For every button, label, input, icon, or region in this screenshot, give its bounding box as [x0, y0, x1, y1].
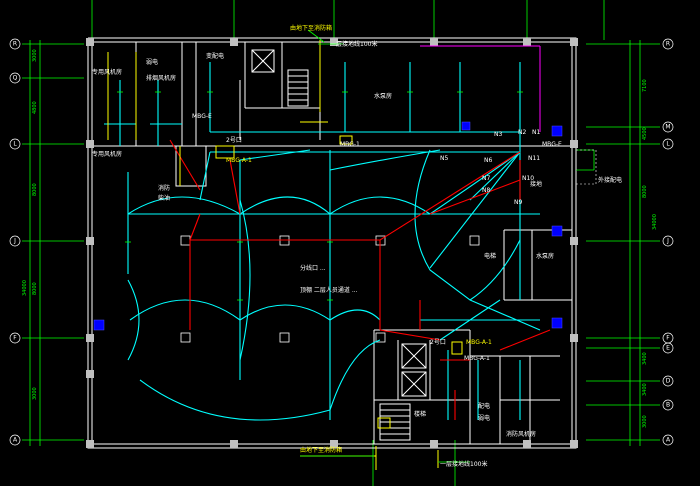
axis-bubbles-left [9, 38, 21, 446]
axis-bubble-labels-left: R Q L J F A [13, 41, 18, 444]
svg-text:R: R [666, 41, 670, 48]
label-bottom-riser-2: 一层接地线100米 [440, 460, 487, 468]
label-room-a: 水泵房 [374, 92, 392, 100]
label-right: 接地 [530, 180, 542, 188]
label-mbg-a1: MBG-A-1 [226, 157, 252, 164]
label-mbg-3: MBG-A-1 [464, 355, 490, 362]
svg-text:7100: 7100 [642, 79, 648, 92]
label-room-c: 柴油 [158, 194, 170, 202]
label-n11: N11 [528, 155, 540, 162]
label-equip-room-2: 排烟风机房 [146, 74, 176, 82]
interior-columns [180, 235, 480, 343]
dimension-labels-left: 3000 4800 8000 34000 8000 3000 [22, 49, 38, 400]
label-equip-room-1: 专用风机房 [92, 68, 122, 76]
svg-text:4500: 4500 [642, 127, 648, 140]
svg-text:B: B [666, 402, 670, 409]
svg-text:3400: 3400 [642, 352, 648, 365]
label-n9: N9 [514, 199, 522, 206]
axis-grid [22, 0, 660, 486]
svg-text:3000: 3000 [642, 415, 648, 428]
label-mbg-e: MBG-E [192, 113, 212, 120]
svg-text:34000: 34000 [22, 280, 28, 296]
label-n1: N1 [532, 129, 540, 136]
riser-lines [107, 40, 463, 470]
label-n3: N3 [494, 131, 502, 138]
svg-text:D: D [666, 378, 671, 385]
svg-text:8000: 8000 [32, 183, 38, 196]
svg-text:3000: 3000 [32, 387, 38, 400]
label-top-riser-2: 一层接地线100米 [330, 40, 377, 48]
dimension-labels-right: 7100 4500 8000 34000 3400 3400 3000 [642, 79, 658, 428]
svg-text:8000: 8000 [642, 185, 648, 198]
external-panel [575, 149, 597, 185]
label-mbg-a1-2: MBG-A-1 [466, 339, 492, 346]
label-stair: 楼梯 [414, 410, 426, 418]
label-tag-2: 2号口 [430, 339, 446, 346]
label-bottom-room2: 消防风机房 [506, 430, 536, 438]
label-equip-room-3: 专用风机房 [92, 150, 122, 158]
label-room-e: 电梯 [484, 252, 496, 260]
svg-text:F: F [13, 335, 17, 342]
leader-lines [300, 29, 595, 463]
label-mbg-main: MBG-1 [340, 141, 360, 148]
svg-text:Q: Q [13, 75, 18, 82]
label-room-e2: 水泵房 [536, 252, 554, 260]
svg-text:A: A [13, 437, 18, 444]
label-top-riser: 由地下至消防箱 [290, 24, 332, 32]
lighting-circuits [104, 62, 541, 421]
label-room-d: 消防 [158, 184, 170, 192]
svg-text:L: L [666, 141, 670, 148]
label-n2: N2 [518, 129, 526, 136]
label-n5: N5 [440, 155, 448, 162]
svg-text:J: J [13, 238, 16, 245]
label-n10: N10 [522, 175, 534, 182]
power-circuits [169, 139, 551, 420]
building-walls [87, 37, 577, 449]
fire-alarm-circuit [420, 45, 541, 132]
plan-labels: 由地下至消防箱 一层接地线100米 弱电 专用风机房 排烟风机房 专用风机房 消… [92, 24, 622, 468]
svg-text:R: R [13, 41, 17, 48]
label-center-title: 分线口 ... [300, 264, 326, 272]
distribution-boxes [93, 121, 563, 331]
svg-text:M: M [665, 124, 670, 131]
label-room-b: 变配电 [206, 52, 224, 60]
label-tag-1: 2号口 [226, 137, 242, 144]
label-bottom-riser: 由地下至消防箱 [300, 446, 342, 454]
svg-text:F: F [666, 335, 670, 342]
label-n7: N7 [482, 175, 490, 182]
svg-text:L: L [13, 141, 17, 148]
label-center-sub: 顶棚 二层人员通道 ... [300, 286, 358, 294]
fixture-marks [117, 91, 523, 301]
label-bottom-room1: 配电 [478, 402, 490, 410]
svg-text:E: E [666, 345, 670, 352]
svg-text:8000: 8000 [32, 282, 38, 295]
svg-text:3400: 3400 [642, 383, 648, 396]
label-ext-box: 外接配电 [598, 176, 622, 184]
axis-bubble-labels-right: R M L J F E D B A [665, 41, 671, 444]
structural-columns [86, 38, 578, 448]
label-mbg-e2: MBG-E [542, 141, 562, 148]
axis-bubbles-right [662, 38, 674, 446]
label-n8: N8 [482, 187, 490, 194]
svg-text:3000: 3000 [32, 49, 38, 62]
label-bottom-room3: 弱电 [478, 414, 490, 422]
svg-text:4800: 4800 [32, 101, 38, 114]
svg-text:A: A [666, 437, 671, 444]
svg-text:J: J [666, 238, 669, 245]
label-weak-room: 弱电 [146, 58, 158, 66]
svg-text:34000: 34000 [652, 214, 658, 230]
label-n6: N6 [484, 157, 492, 164]
